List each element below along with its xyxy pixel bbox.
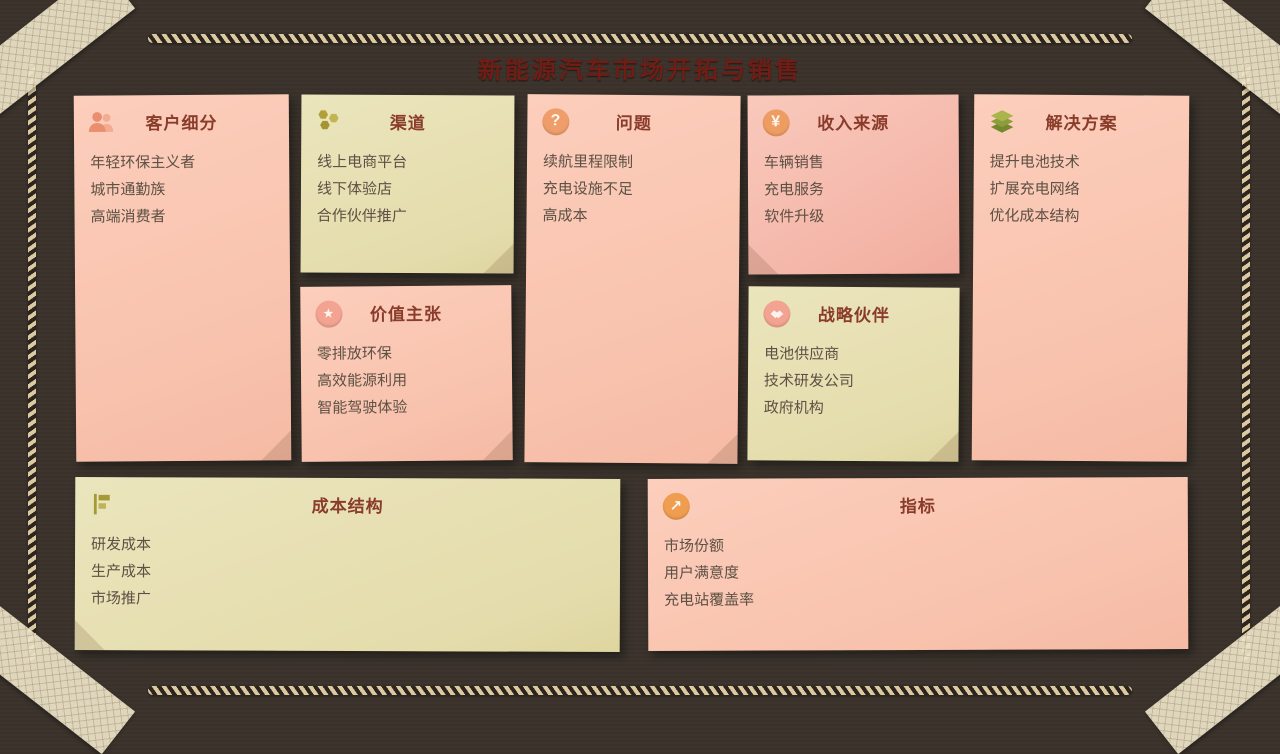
card-items: 研发成本 生产成本 市场推广 xyxy=(75,531,620,614)
list-item: 优化成本结构 xyxy=(989,207,1080,225)
card-header: ¥ 收入来源 xyxy=(748,108,959,141)
rope-border-right xyxy=(1242,62,1250,662)
list-item: 高效能源利用 xyxy=(316,371,408,390)
list-item: 提升电池技术 xyxy=(989,153,1080,171)
list-item: 线下体验店 xyxy=(316,180,393,198)
card-items: 车辆销售 充电服务 软件升级 xyxy=(748,148,959,230)
rope-border-left xyxy=(28,62,36,662)
card-key-partners: 战略伙伴 电池供应商 技术研发公司 政府机构 xyxy=(747,286,960,462)
card-title: 成本结构 xyxy=(311,496,384,517)
card-value-proposition: ★ 价值主张 零排放环保 高效能源利用 智能驾驶体验 xyxy=(300,285,513,462)
coin-icon: ¥ xyxy=(761,107,791,137)
list-item: 年轻环保主义者 xyxy=(90,153,196,172)
list-item: 智能驾驶体验 xyxy=(317,398,408,417)
list-item: 车辆销售 xyxy=(763,154,824,172)
card-header: 解决方案 xyxy=(974,108,1189,142)
card-header: 成本结构 xyxy=(75,491,620,525)
honeycomb-icon xyxy=(314,107,344,137)
card-items: 线上电商平台 线下体验店 合作伙伴推广 xyxy=(301,148,514,230)
card-header: ↗ 指标 xyxy=(648,491,1188,525)
list-item: 零排放环保 xyxy=(316,345,392,363)
list-item: 高端消费者 xyxy=(90,208,166,226)
list-item: 用户满意度 xyxy=(664,564,740,582)
list-item: 高成本 xyxy=(542,207,588,225)
card-title: 指标 xyxy=(899,496,936,517)
card-header: 战略伙伴 xyxy=(748,298,959,333)
card-items: 提升电池技术 扩展充电网络 优化成本结构 xyxy=(973,148,1189,230)
card-channels: 渠道 线上电商平台 线下体验店 合作伙伴推广 xyxy=(300,94,515,274)
list-item: 生产成本 xyxy=(90,563,152,581)
card-customer-segments: 客户细分 年轻环保主义者 城市通勤族 高端消费者 xyxy=(73,94,292,462)
rope-border-bottom xyxy=(148,686,1132,695)
layers-icon xyxy=(987,106,1017,136)
card-solution: 解决方案 提升电池技术 扩展充电网络 优化成本结构 xyxy=(971,94,1190,462)
list-item: 充电服务 xyxy=(763,181,825,199)
handshake-icon xyxy=(761,298,791,328)
list-item: 政府机构 xyxy=(763,399,824,417)
medal-icon: ★ xyxy=(313,299,343,329)
card-revenue-streams: ¥ 收入来源 车辆销售 充电服务 软件升级 xyxy=(747,94,960,275)
list-item: 技术研发公司 xyxy=(763,372,855,391)
list-item: 软件升级 xyxy=(764,208,825,226)
card-metrics: ↗ 指标 市场份额 用户满意度 充电站覆盖率 xyxy=(647,477,1189,651)
rope-border-top xyxy=(148,34,1132,43)
list-item: 充电站覆盖率 xyxy=(664,591,755,609)
page-title: 新能源汽车市场开拓与销售 xyxy=(478,57,802,84)
list-item: 合作伙伴推广 xyxy=(316,207,407,225)
card-problem: ? 问题 续航里程限制 充电设施不足 高成本 xyxy=(524,94,741,464)
card-items: 年轻环保主义者 城市通勤族 高端消费者 xyxy=(74,148,290,230)
lean-canvas-board: { "page": { "title": "新能源汽车市场开拓与销售" }, "… xyxy=(0,0,1280,720)
card-items: 续航里程限制 充电设施不足 高成本 xyxy=(526,148,740,231)
list-item: 市场推广 xyxy=(90,590,151,608)
users-icon xyxy=(87,107,117,137)
card-header: 渠道 xyxy=(301,108,514,141)
flag-chart-icon xyxy=(88,489,118,519)
card-header: 客户细分 xyxy=(74,108,289,142)
list-item: 研发成本 xyxy=(91,536,152,554)
card-header: ★ 价值主张 xyxy=(300,299,511,333)
card-items: 市场份额 用户满意度 充电站覆盖率 xyxy=(648,531,1188,614)
list-item: 扩展充电网络 xyxy=(989,180,1080,198)
card-items: 电池供应商 技术研发公司 政府机构 xyxy=(748,340,960,422)
card-header: ? 问题 xyxy=(527,106,740,142)
list-item: 电池供应商 xyxy=(764,345,840,363)
list-item: 充电设施不足 xyxy=(542,180,633,198)
list-item: 续航里程限制 xyxy=(542,153,634,171)
card-cost-structure: 成本结构 研发成本 生产成本 市场推广 xyxy=(74,477,621,652)
trend-arrow-icon: ↗ xyxy=(661,491,691,521)
list-item: 城市通勤族 xyxy=(90,181,166,199)
list-item: 线上电商平台 xyxy=(317,153,408,171)
question-icon: ? xyxy=(540,106,570,136)
list-item: 市场份额 xyxy=(663,537,724,555)
card-items: 零排放环保 高效能源利用 智能驾驶体验 xyxy=(301,339,513,422)
